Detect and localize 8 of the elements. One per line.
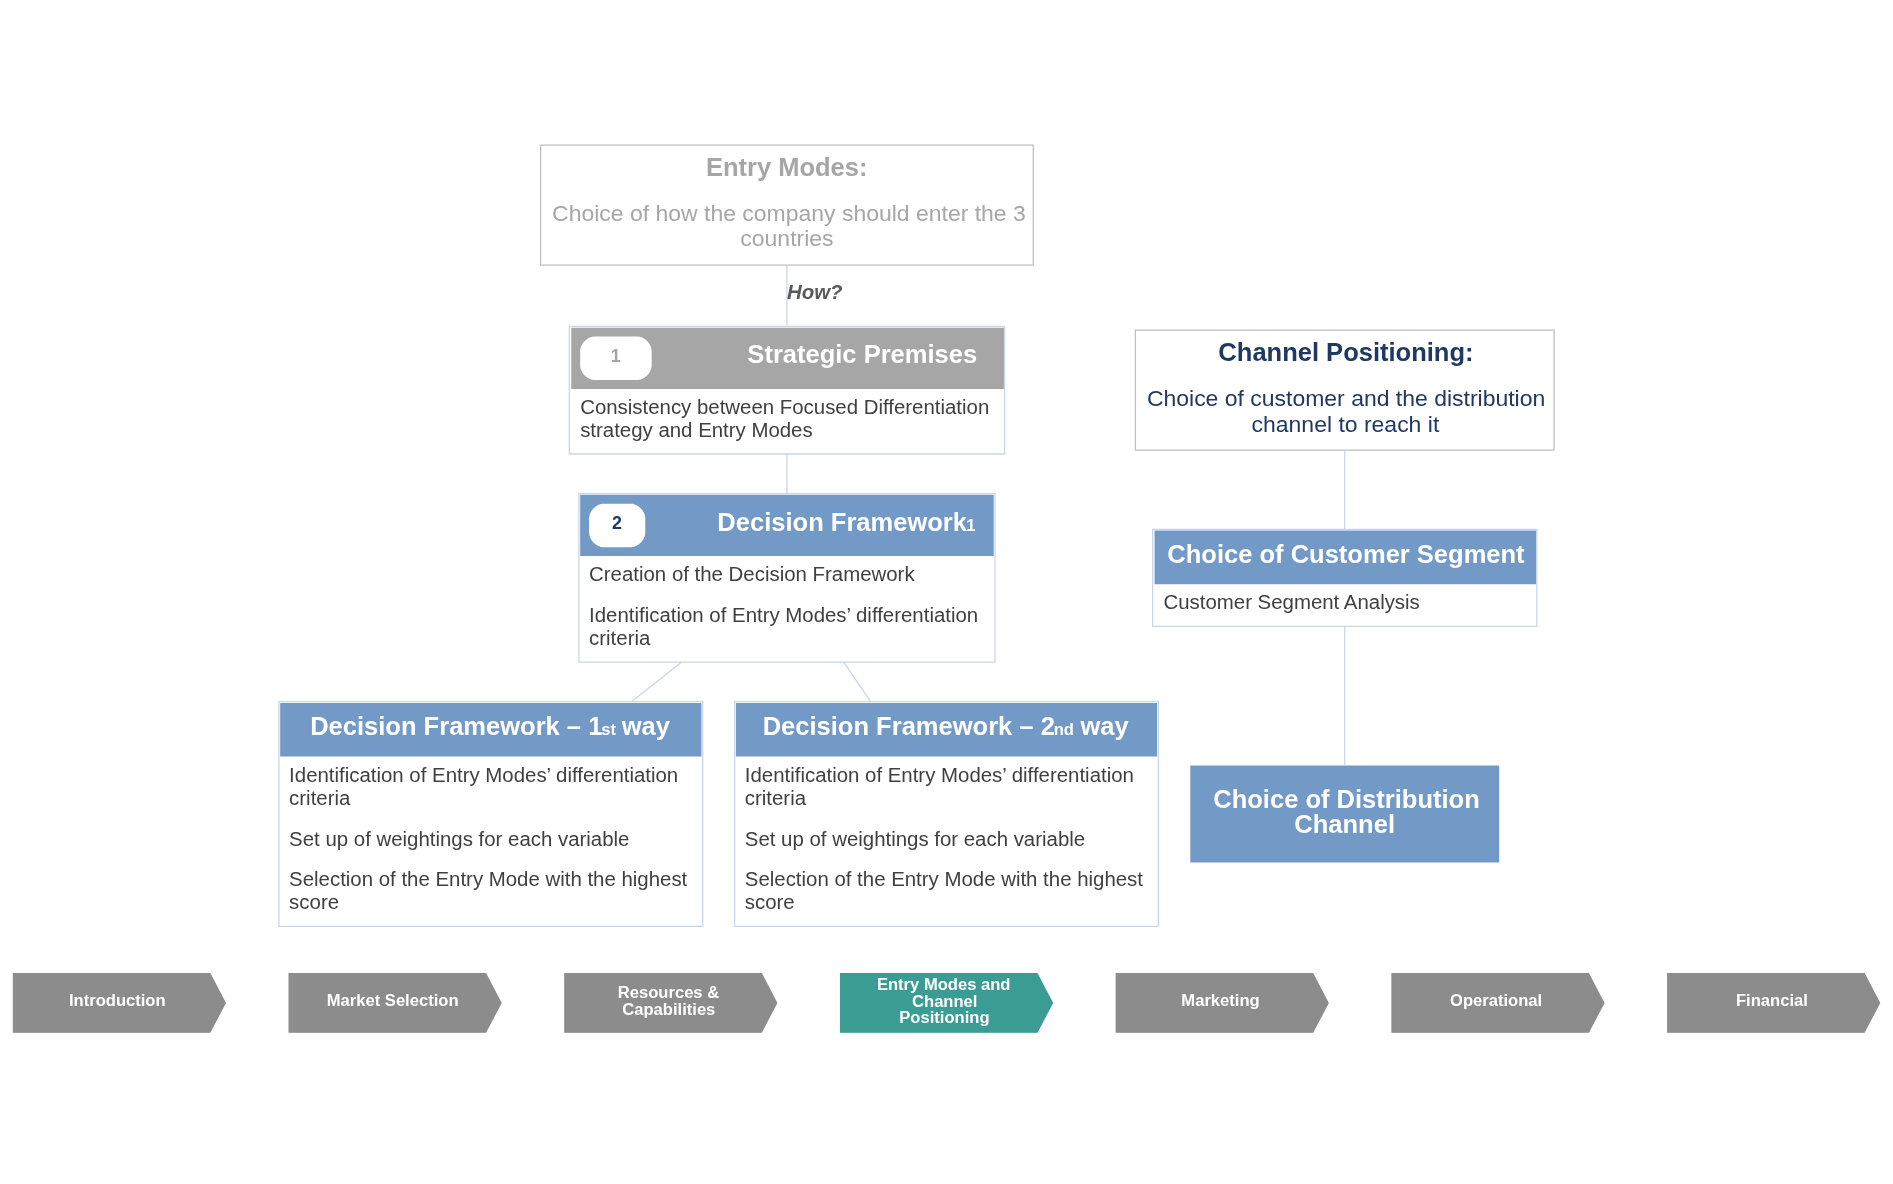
connector: [631, 660, 683, 702]
connector: [786, 264, 788, 326]
edge-label: How?: [786, 280, 843, 303]
node-box: Choice of Distribution Channel: [1190, 764, 1500, 862]
connector: [1344, 625, 1346, 766]
connector: [786, 453, 788, 494]
connector: [843, 660, 872, 702]
connector: [1344, 449, 1346, 530]
